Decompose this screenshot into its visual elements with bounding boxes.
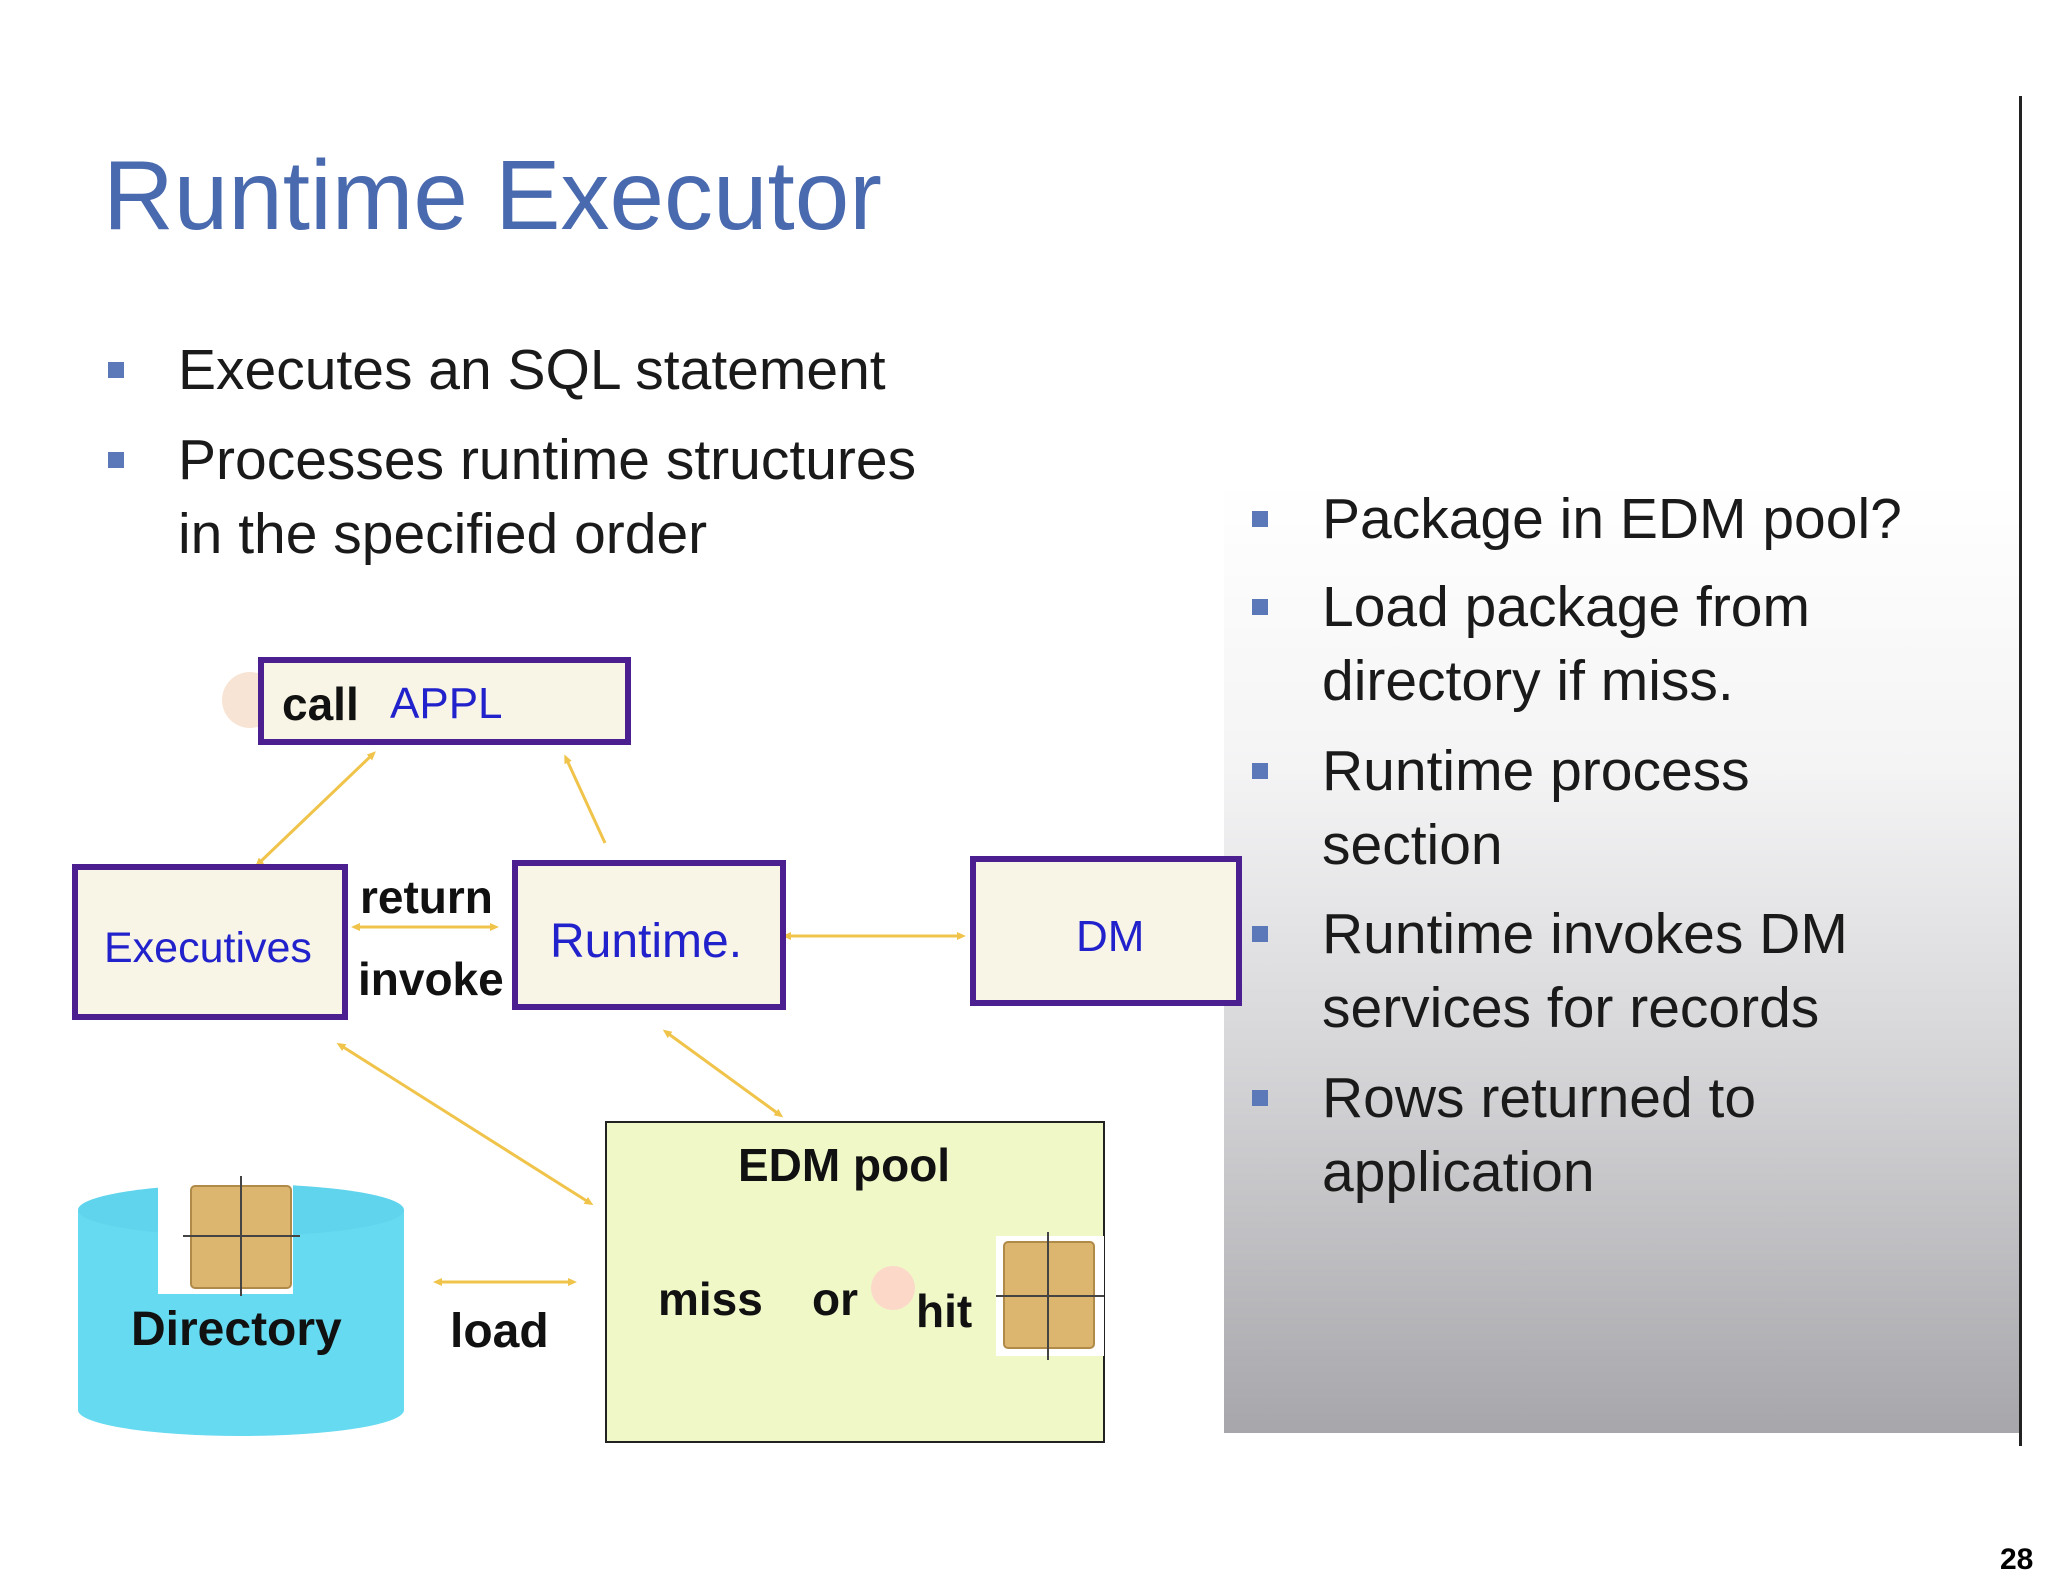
arrow-executives-edm xyxy=(336,1042,594,1206)
right-bullet-1-line-1: Package in EDM pool? xyxy=(1322,487,1902,551)
right-bullet-4-line-1: Runtime invokes DM xyxy=(1322,902,1848,966)
appl-label: APPL xyxy=(390,679,503,728)
edm-pink-dot xyxy=(871,1266,915,1310)
bullet-marker xyxy=(1252,763,1268,779)
load-label: load xyxy=(450,1305,549,1358)
bullet-marker xyxy=(1252,511,1268,527)
arrow-call-executives xyxy=(255,751,376,867)
dm-label: DM xyxy=(1076,912,1145,961)
bullet-marker xyxy=(1252,926,1268,942)
invoke-label: invoke xyxy=(358,953,504,1005)
runtime-box: Runtime. xyxy=(512,860,786,1010)
directory-package-icon xyxy=(158,1176,300,1296)
dm-box: DM xyxy=(970,856,1242,1006)
slide-title: Runtime Executor xyxy=(103,140,882,250)
bullet-marker xyxy=(108,452,124,468)
arrow-runtime-edm xyxy=(662,1029,784,1118)
hit-label: hit xyxy=(916,1285,973,1337)
bullet-marker xyxy=(1252,1090,1268,1106)
executives-box: Executives xyxy=(72,864,348,1020)
or-label: or xyxy=(812,1273,858,1325)
bullet-marker xyxy=(108,362,124,378)
right-bullet-2-line-1: Load package from xyxy=(1322,575,1810,639)
call-keyword: call xyxy=(282,678,359,730)
left-bullet-2-line-2: in the specified order xyxy=(178,502,708,566)
edm-pool-label: EDM pool xyxy=(738,1139,951,1191)
left-bullet-1-line-1: Executes an SQL statement xyxy=(178,338,886,402)
edm-package-icon xyxy=(996,1232,1104,1360)
arrow-runtime-call xyxy=(564,754,607,844)
bullet-panel-background xyxy=(1224,483,2019,1433)
return-label: return xyxy=(360,871,493,923)
page-number: 28 xyxy=(2000,1543,2034,1576)
right-bullet-5-line-1: Rows returned to xyxy=(1322,1066,1757,1130)
right-bullet-2-line-2: directory if miss. xyxy=(1322,649,1734,713)
vertical-divider xyxy=(2019,96,2022,1446)
right-bullet-4-line-2: services for records xyxy=(1322,976,1820,1040)
executives-label: Executives xyxy=(104,924,312,972)
miss-label: miss xyxy=(658,1273,763,1325)
diagram-arrows xyxy=(255,751,966,1286)
right-bullet-3-line-2: section xyxy=(1322,813,1503,877)
right-bullet-5-line-2: application xyxy=(1322,1140,1595,1204)
call-appl-box: call APPL xyxy=(258,657,631,745)
runtime-label: Runtime. xyxy=(550,915,743,968)
bullet-marker xyxy=(1252,599,1268,615)
directory-label: Directory xyxy=(131,1303,342,1356)
left-bullet-2-line-1: Processes runtime structures xyxy=(178,428,917,492)
right-bullet-3-line-1: Runtime process xyxy=(1322,739,1750,803)
